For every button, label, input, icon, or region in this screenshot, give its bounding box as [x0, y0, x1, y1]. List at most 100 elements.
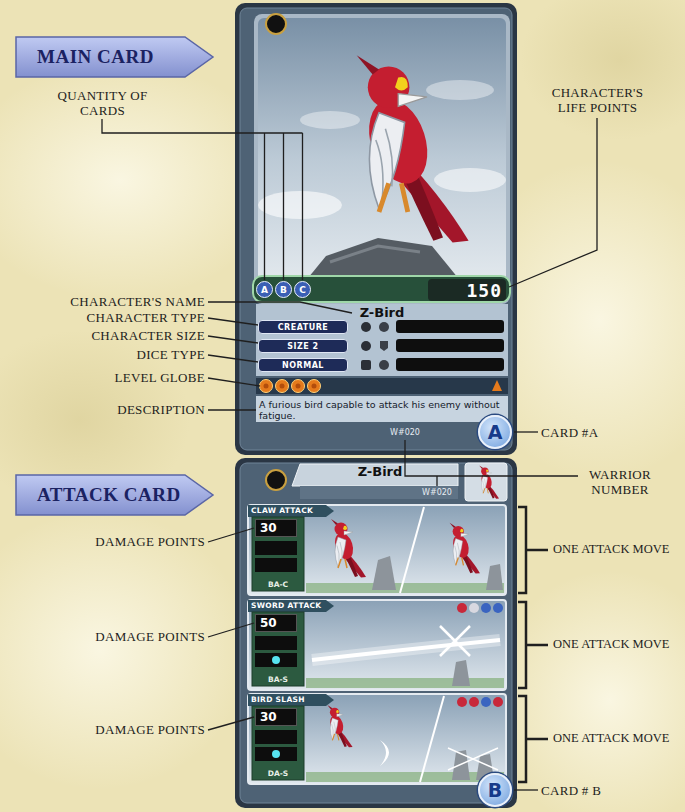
attack-card-art	[235, 458, 517, 808]
callout-label: ONE ATTACK MOVE	[553, 542, 685, 557]
card-letter: B	[488, 779, 502, 801]
card-letter: C	[299, 285, 306, 295]
warrior-number: W#020	[407, 488, 467, 498]
attack-card-art	[235, 458, 517, 808]
damage-points: 30	[260, 521, 277, 535]
attack-panel-art	[469, 697, 479, 707]
main-card-art	[379, 360, 389, 370]
callout-label: QUANTITY OF CARDS	[45, 88, 160, 118]
attack-panel-art	[306, 678, 504, 688]
main-card-art	[258, 191, 342, 219]
character-name: Z-Bird	[256, 306, 508, 320]
attack-panel-art	[457, 603, 467, 613]
main-card-art	[258, 18, 506, 300]
move-bracket	[518, 507, 548, 782]
main-card-art	[379, 322, 389, 332]
damage-points: 30	[260, 710, 277, 724]
leader-line	[102, 119, 303, 280]
card-number-badge: A	[478, 415, 512, 449]
damage-points: 50	[260, 616, 277, 630]
attack-panel-art	[255, 653, 297, 667]
main-card-art	[434, 168, 506, 192]
attack-name: BIRD SLASH	[251, 695, 351, 704]
attack-name: CLAW ATTACK	[251, 506, 351, 515]
main-card-art	[361, 360, 371, 370]
callout-label: ONE ATTACK MOVE	[553, 731, 685, 746]
main-card-art	[396, 320, 504, 333]
attack-card: 30CLAW ATTACKBA-C50SWORD ATTACKBA-S30BIR…	[235, 458, 517, 808]
attack-panel-art	[457, 697, 467, 707]
attack-panel-art	[248, 505, 506, 595]
attack-move-panel: 30 CLAW ATTACK BA-C	[248, 505, 506, 595]
main-card-art	[312, 384, 317, 389]
section-banner: MAIN CARD	[15, 36, 215, 78]
damage-box: 30	[255, 519, 297, 537]
main-card-art	[235, 3, 517, 455]
leader-line	[208, 409, 256, 410]
attack-panel-art	[486, 564, 503, 590]
type-band: CREATURE	[258, 320, 348, 334]
leader-line	[208, 378, 260, 386]
attack-panel-art	[252, 706, 304, 780]
attack-panel-art	[248, 694, 506, 784]
attack-card-art	[465, 463, 507, 501]
callout-label: CHARACTER'S LIFE POINTS	[540, 85, 655, 115]
dice-type: NORMAL	[282, 361, 324, 370]
attack-panel-art	[481, 697, 491, 707]
damage-box: 30	[255, 708, 297, 726]
attack-panel-art	[312, 640, 500, 660]
attack-panel-art	[312, 640, 500, 660]
main-card-art	[380, 341, 388, 351]
section-banner: ATTACK CARD	[15, 474, 215, 516]
attack-card-art	[479, 466, 499, 499]
character-size: SIZE 2	[287, 342, 318, 351]
leader-line	[208, 717, 254, 730]
callout-label: WARRIOR NUMBER	[570, 467, 670, 497]
life-points-box: 150	[428, 279, 506, 301]
callout-label: ONE ATTACK MOVE	[553, 637, 685, 652]
size-band: SIZE 2	[258, 339, 348, 353]
attack-panel-art	[248, 505, 506, 595]
banner-title: ATTACK CARD	[15, 484, 181, 506]
attack-card-art	[240, 463, 512, 803]
leader-line	[514, 789, 538, 790]
attack-move-panel: 30BIRD SLASHDA-S	[248, 694, 506, 784]
main-card-art	[254, 14, 510, 304]
main-card-art	[264, 384, 269, 389]
main-card-art	[330, 246, 420, 262]
attack-code: BA-C	[252, 580, 304, 589]
main-card-art	[256, 304, 508, 376]
leader-line	[208, 302, 352, 313]
main-card-art	[280, 384, 285, 389]
attack-panel-art	[255, 558, 297, 572]
main-card: ABC150CREATURESIZE 2NORMALAZ-BirdA furio…	[235, 3, 517, 455]
quantity-circle: B	[275, 281, 292, 298]
attack-panel-art	[452, 660, 470, 686]
quantity-circle: C	[294, 281, 311, 298]
card-letter: A	[261, 285, 268, 295]
description-text: A furious bird capable to attack his ene…	[259, 399, 507, 421]
callout-label: DAMAGE POINTS	[0, 629, 205, 644]
parchment-background	[490, 570, 685, 812]
attack-panel-art	[327, 705, 352, 747]
main-card-art	[357, 55, 469, 242]
main-card-art	[266, 14, 286, 34]
attack-panel-art	[248, 694, 506, 784]
parchment-background	[0, 510, 250, 790]
attack-panel-art	[493, 697, 503, 707]
main-card-art	[240, 8, 512, 450]
callout-label: CHARACTER'S NAME	[0, 294, 205, 309]
character-name: Z-Bird	[300, 465, 460, 479]
leader-line	[208, 528, 254, 542]
damage-box: 50	[255, 614, 297, 632]
attack-panel-art	[306, 772, 504, 782]
attack-panel-art	[272, 656, 280, 664]
banner-title: MAIN CARD	[15, 46, 154, 68]
attack-panel-art	[481, 603, 491, 613]
move-bracket	[518, 602, 548, 688]
banner-arrow	[16, 37, 213, 77]
attack-panel-art	[469, 603, 479, 613]
attack-code: BA-S	[252, 675, 304, 684]
